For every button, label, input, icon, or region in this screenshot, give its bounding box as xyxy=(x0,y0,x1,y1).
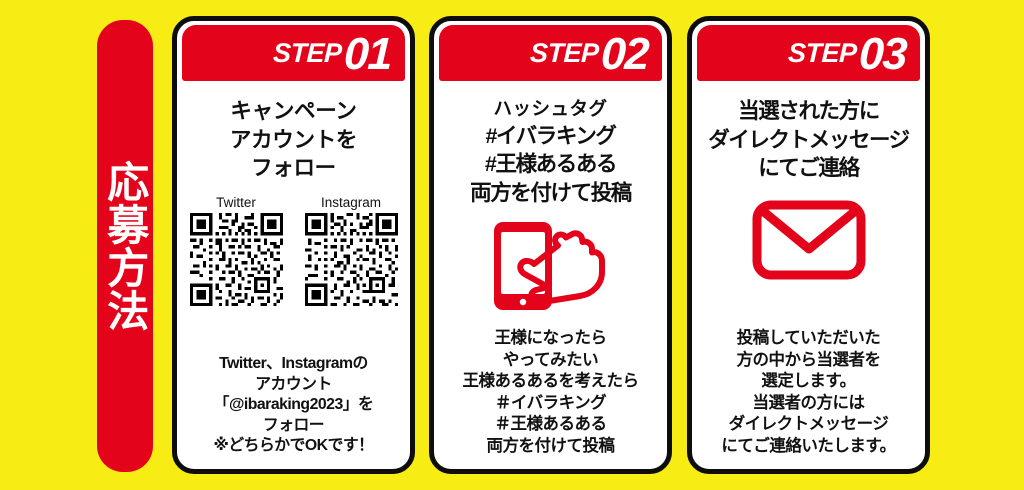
footnote-line: 王様あるあるを考えたら xyxy=(462,372,640,391)
qr-caption-instagram: Instagram xyxy=(320,194,382,210)
qr-code-icon[interactable] xyxy=(304,212,398,306)
step-word-3: STEP xyxy=(787,37,858,68)
step-headline-3: 当選された方に ダイレクトメッセージ にてご連絡 xyxy=(708,97,910,183)
step-body-3: 当選された方に ダイレクトメッセージ にてご連絡 投稿していただいた 方の中から… xyxy=(692,81,925,469)
step-headline-1: キャンペーン アカウントを フォロー xyxy=(229,97,358,183)
headline-lead: ハッシュタグ xyxy=(493,98,608,119)
footnote-line: 方の中から当選者を xyxy=(736,350,881,369)
step-card-3: STEP 03 当選された方に ダイレクトメッセージ にてご連絡 投稿していただ… xyxy=(687,16,930,474)
side-banner: 応募方法 xyxy=(97,20,153,472)
qr-caption-twitter: Twitter xyxy=(216,194,256,210)
step-card-2: STEP 02 ハッシュタグ #イバラキング #王様あるある 両方を付けて投稿 xyxy=(429,16,672,474)
headline-line: キャンペーン xyxy=(230,99,357,123)
headline-line: #王様あるある xyxy=(484,152,618,177)
smartphone-tap-icon xyxy=(493,222,605,311)
headline-line: #イバラキング xyxy=(485,123,616,148)
footnote-line: 両方を付けて投稿 xyxy=(486,436,616,455)
step-header-1: STEP 01 xyxy=(182,25,405,81)
footnote-line: 当選者の方には xyxy=(752,393,865,412)
headline-line: アカウントを xyxy=(229,127,358,152)
step-body-1: キャンペーン アカウントを フォロー Twitter xyxy=(177,81,410,469)
footnote-line: ＃イバラキング xyxy=(494,393,607,412)
headline-line: 当選された方に xyxy=(738,99,880,123)
envelope-icon xyxy=(752,200,865,280)
footnote-line: やってみたい xyxy=(502,350,599,369)
step-number-1: 01 xyxy=(343,27,392,79)
footnote-line: 王様になったら xyxy=(494,329,608,348)
footnote-line: 選定します。 xyxy=(761,372,856,391)
footnote-line: アカウント xyxy=(255,375,332,393)
step-word-2: STEP xyxy=(529,37,600,68)
footnote-line: フォロー xyxy=(262,416,325,434)
headline-line: にてご連絡 xyxy=(758,156,860,181)
step-headline-2: ハッシュタグ #イバラキング #王様あるある 両方を付けて投稿 xyxy=(470,97,632,207)
step-header-3: STEP 03 xyxy=(697,25,920,81)
footnote-line: 投稿していただいた xyxy=(736,329,881,348)
step-card-1: STEP 01 キャンペーン アカウントを フォロー Twitter xyxy=(172,16,415,474)
envelope-icon-wrap xyxy=(749,193,869,285)
step-number-2: 02 xyxy=(600,27,649,79)
footnote-line: 「@ibaraking2023」を xyxy=(213,396,374,414)
qr-code-instagram[interactable]: Instagram xyxy=(304,194,398,306)
headline-line: ダイレクトメッセージ xyxy=(708,127,910,152)
headline-line: 両方を付けて投稿 xyxy=(470,180,632,205)
footnote-line: ＃王様あるある xyxy=(494,415,608,434)
step-word-1: STEP xyxy=(272,37,343,68)
headline-line: フォロー xyxy=(251,156,336,181)
qr-code-icon[interactable] xyxy=(189,212,283,306)
footnote-line: にてご連絡いたします。 xyxy=(721,436,896,455)
step-number-3: 03 xyxy=(858,27,907,79)
qr-code-row: Twitter xyxy=(189,194,398,306)
step-body-2: ハッシュタグ #イバラキング #王様あるある 両方を付けて投稿 王様になったら … xyxy=(434,81,667,469)
footnote-line: ダイレクトメッセージ xyxy=(728,415,889,434)
step-header-2: STEP 02 xyxy=(439,25,662,81)
footnote-line: ※どちらかでOKです！ xyxy=(213,437,374,455)
side-banner-label: 応募方法 xyxy=(101,160,149,332)
step-footnote-2: 王様になったら やってみたい 王様あるあるを考えたら ＃イバラキング ＃王様ある… xyxy=(462,328,640,457)
qr-code-twitter[interactable]: Twitter xyxy=(189,194,283,306)
step-footnote-1: Twitter、Instagramの アカウント 「@ibaraking2023… xyxy=(214,354,374,457)
step-footnote-3: 投稿していただいた 方の中から当選者を 選定します。 当選者の方には ダイレクト… xyxy=(721,328,896,457)
footnote-line: Twitter、Instagramの xyxy=(219,355,368,373)
smartphone-tap-icon-wrap xyxy=(476,217,626,317)
